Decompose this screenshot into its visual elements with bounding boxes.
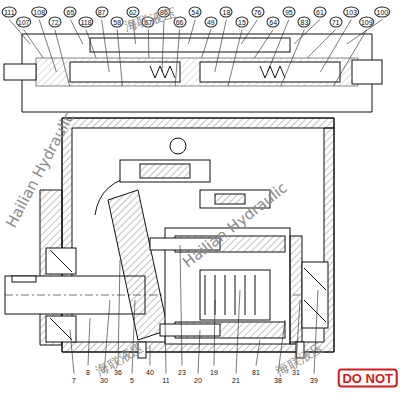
callout-number: 18	[220, 7, 233, 18]
leader-line	[268, 20, 289, 73]
piston	[160, 324, 220, 336]
pivot-pin	[170, 138, 186, 154]
leader-line	[70, 330, 74, 374]
callout-number: 65	[64, 7, 77, 18]
leader-line	[24, 30, 44, 59]
callout-number: 11	[161, 376, 170, 385]
leader-line	[334, 30, 367, 87]
spool	[70, 62, 180, 82]
callout-number: 118	[78, 17, 93, 28]
leader-line	[55, 30, 70, 87]
callout-number: 107	[16, 17, 32, 28]
callout-number: 71	[329, 17, 342, 28]
callout-number: 61	[314, 7, 327, 18]
callout-number: 23	[177, 368, 187, 377]
adjuster-screw	[352, 60, 382, 84]
callout-number: 15	[236, 17, 249, 28]
valve-plate	[290, 236, 302, 344]
leader-line	[86, 30, 96, 59]
callout-number: 8	[85, 368, 91, 377]
callout-number: 83	[298, 17, 311, 28]
callout-number: 49	[204, 17, 217, 28]
leader-line	[162, 20, 164, 73]
watermark-stamp: DO NOT	[337, 369, 398, 388]
housing-wall	[62, 118, 334, 352]
leader-line	[175, 30, 179, 87]
adjuster-screw	[4, 64, 36, 80]
keyway	[12, 276, 36, 282]
callout-number: 95	[282, 7, 295, 18]
leader-line	[202, 30, 211, 59]
leader-line	[88, 318, 90, 366]
watermark: Hailian Hydraulic	[179, 179, 291, 272]
pump-housing	[62, 118, 334, 352]
leader-line	[180, 245, 182, 366]
callout-number: 5	[129, 376, 135, 385]
leader-line	[117, 30, 122, 87]
rear-bearing	[302, 262, 328, 328]
leader-line	[236, 290, 240, 374]
leader-line	[102, 20, 110, 73]
callout-number: 81	[251, 368, 261, 377]
leader-line	[165, 320, 166, 374]
callout-number: 76	[251, 7, 264, 18]
callout-number: 58	[111, 17, 124, 28]
leader-line	[215, 20, 227, 73]
callout-number: 72	[48, 17, 61, 28]
swash-plate	[108, 190, 168, 340]
center-spring	[200, 270, 270, 320]
callout-number: 39	[309, 376, 319, 385]
callout-number: 108	[31, 7, 47, 18]
leader-line	[254, 30, 273, 59]
servo-piston	[120, 160, 210, 182]
watermark: Hailian Hydraulic	[2, 109, 78, 230]
leader-line	[198, 330, 200, 374]
callout-number: 111	[2, 7, 17, 18]
callout-number: 100	[375, 7, 391, 18]
spring	[150, 66, 285, 78]
leader-line	[228, 30, 242, 87]
callout-number: 19	[209, 368, 219, 377]
callout-number: 40	[145, 368, 155, 377]
callout-number: 7	[71, 376, 77, 385]
leader-line	[148, 30, 149, 59]
callout-number: 109	[359, 17, 375, 28]
leader-line	[281, 30, 305, 87]
valve-bore	[36, 58, 358, 86]
callout-number: 20	[193, 376, 203, 385]
callout-number: 103	[343, 7, 359, 18]
leader-line	[188, 20, 195, 45]
callout-number: 21	[231, 376, 241, 385]
callout-number: 87	[95, 7, 108, 18]
leader-line	[256, 340, 260, 366]
leader-line	[150, 346, 151, 366]
leader-line	[214, 300, 215, 366]
callout-number: 64	[267, 17, 280, 28]
callout-number: 54	[189, 7, 202, 18]
